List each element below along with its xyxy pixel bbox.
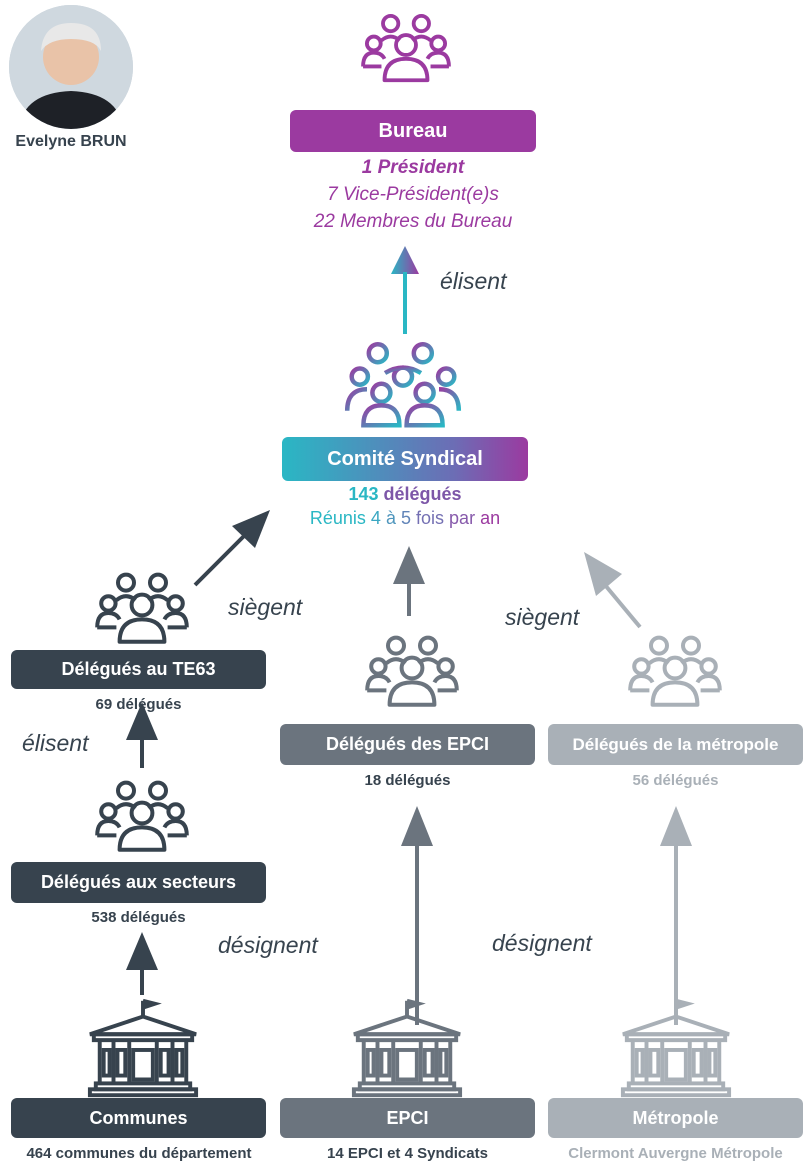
comite-meet-fois: fois — [416, 508, 445, 528]
verb-elisent-top: élisent — [440, 268, 507, 294]
portrait-photo — [9, 5, 133, 129]
verb-designent-right: désignent — [492, 930, 592, 956]
communes-desc: 464 communes du département — [26, 1145, 252, 1162]
comite-count-word: délégués — [383, 484, 462, 504]
delegates-epci-count: 18 délégués — [364, 772, 451, 789]
communes-box: Communes — [11, 1098, 266, 1138]
metropole-group-icon — [625, 628, 725, 708]
comite-meet-a: à — [385, 508, 396, 528]
arrow-epci-up — [401, 806, 433, 1025]
metropole-townhall-icon — [617, 998, 735, 1098]
delegates-epci-box: Délégués des EPCI — [280, 724, 535, 765]
delegates-te63-count: 69 délégués — [95, 696, 182, 713]
metropole-desc: Clermont Auvergne Métropole — [568, 1145, 783, 1162]
comite-meet-par: par — [449, 508, 476, 528]
delegates-metropole-count: 56 délégués — [632, 772, 719, 789]
comite-meet-n1: 4 — [370, 508, 381, 528]
delegates-secteurs-box: Délégués aux secteurs — [11, 862, 266, 903]
comite-count: 143 délégués — [282, 484, 528, 505]
arrow-epci-to-comite — [393, 546, 425, 616]
metropole-box: Métropole — [548, 1098, 803, 1138]
arrow-communes-to-secteurs — [126, 932, 158, 995]
bureau-line-1: 1 Président — [361, 157, 465, 178]
arrow-metropole-up — [660, 806, 692, 1025]
person-icon — [9, 5, 133, 129]
epci-box: EPCI — [280, 1098, 535, 1138]
bureau-box: Bureau — [290, 110, 536, 152]
comite-count-number: 143 — [348, 484, 379, 504]
comite-meet-n2: 5 — [400, 508, 411, 528]
comite-meet-an: an — [480, 508, 501, 528]
delegates-metropole-box: Délégués de la métropole — [548, 724, 803, 765]
epci-group-icon — [362, 628, 462, 708]
arrow-te63-to-comite — [193, 510, 270, 587]
bureau-line-2: 7 Vice-Président(e)s — [327, 184, 499, 205]
comite-group-icon — [340, 336, 466, 428]
verb-designent-left: désignent — [218, 932, 318, 958]
verb-siegent-right: siègent — [505, 604, 580, 630]
epci-townhall-icon — [348, 998, 466, 1098]
bureau-line-3: 22 Membres du Bureau — [313, 211, 513, 232]
comite-box: Comité Syndical — [282, 437, 528, 481]
comite-meetings: Réunis 4 à 5 fois par an — [262, 508, 548, 529]
communes-townhall-icon — [84, 998, 202, 1098]
arrow-metropole-to-comite — [584, 552, 642, 629]
person-name: Evelyne BRUN — [15, 133, 127, 150]
verb-siegent-left: siègent — [228, 594, 303, 620]
arrow-up-to-bureau — [391, 246, 419, 334]
te63-group-icon — [92, 565, 192, 645]
comite-meet-prefix: Réunis — [309, 508, 366, 528]
delegates-te63-box: Délégués au TE63 — [11, 650, 266, 689]
epci-desc: 14 EPCI et 4 Syndicats — [327, 1145, 488, 1162]
verb-elisent-left: élisent — [22, 730, 89, 756]
secteurs-group-icon — [92, 773, 192, 853]
bureau-group-icon — [360, 6, 452, 84]
delegates-secteurs-count: 538 délégués — [91, 909, 186, 926]
